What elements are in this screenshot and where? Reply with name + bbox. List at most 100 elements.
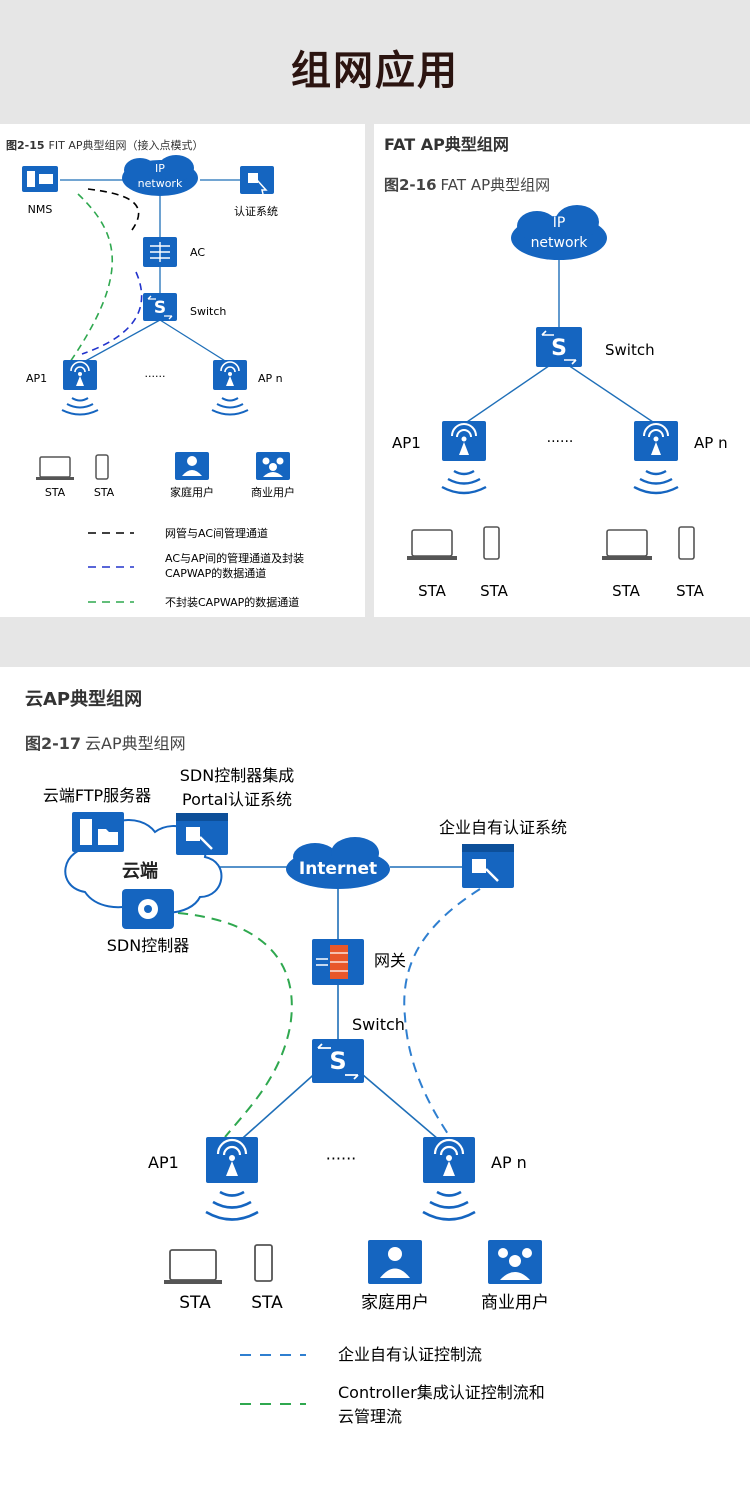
fat-ap1-label: AP1 bbox=[392, 434, 421, 452]
fit-ap1-label: AP1 bbox=[26, 372, 47, 385]
fit-business-user-icon bbox=[256, 452, 290, 480]
fit-switch-icon bbox=[142, 292, 178, 322]
fit-ip-cloud: IP network bbox=[122, 155, 198, 196]
fat-caption-text: FAT AP典型组网 bbox=[441, 176, 551, 194]
fit-nms-ac-channel bbox=[87, 188, 140, 231]
fat-heading: FAT AP典型组网 bbox=[384, 135, 509, 154]
fit-sta1-label: STA bbox=[45, 486, 66, 499]
fit-caption-text: FIT AP典型组网（接入点模式） bbox=[49, 138, 204, 152]
fit-auth-label: 认证系统 bbox=[234, 205, 278, 218]
fat-switch-icon: S bbox=[536, 327, 582, 367]
fit-ap1-icon bbox=[62, 359, 98, 391]
cloud-legend-2b: 云管理流 bbox=[338, 1407, 402, 1426]
cloud-sta2-label: STA bbox=[251, 1293, 283, 1313]
fit-ac-ap-channel bbox=[81, 271, 143, 355]
cloud-phone-icon bbox=[254, 1244, 273, 1282]
fat-sta-label-2: STA bbox=[480, 582, 509, 600]
fit-ap1-waves bbox=[61, 397, 99, 416]
cloud-legend-2: Controller集成认证控制流和 bbox=[338, 1383, 545, 1402]
fit-home-user-icon bbox=[175, 452, 209, 480]
sdn-controller-label: SDN控制器 bbox=[107, 936, 189, 955]
ftp-label: 云端FTP服务器 bbox=[43, 786, 151, 805]
enterprise-auth-icon bbox=[462, 844, 514, 888]
fit-nms-label: NMS bbox=[28, 203, 53, 216]
cloud-switch-icon: S bbox=[312, 1039, 364, 1083]
cloud-dots: ······ bbox=[326, 1149, 357, 1168]
fit-business-label: 商业用户 bbox=[251, 485, 295, 499]
cloud-home-user-icon bbox=[368, 1240, 422, 1284]
cloud-caption-num: 图2-17 bbox=[25, 734, 81, 753]
fit-sta2-label: STA bbox=[94, 486, 115, 499]
sdn-portal-icon bbox=[176, 813, 228, 855]
cloud-label: 云端 bbox=[122, 861, 158, 882]
fit-apn-waves bbox=[211, 397, 249, 416]
cloud-ap1-label: AP1 bbox=[148, 1153, 179, 1172]
cloud-heading: 云AP典型组网 bbox=[25, 688, 142, 710]
cloud-switch-label: Switch bbox=[352, 1015, 405, 1034]
fit-apn-label: AP n bbox=[258, 372, 283, 385]
fit-laptop-icon bbox=[36, 456, 74, 480]
fat-ap1-waves bbox=[441, 469, 487, 495]
fat-apn-waves bbox=[633, 469, 679, 495]
sdn-controller-icon bbox=[122, 889, 174, 929]
fit-cloud-line2: network bbox=[138, 177, 183, 190]
fat-apn-label: AP n bbox=[694, 434, 728, 452]
fat-caption-num: 图2-16 bbox=[384, 176, 437, 194]
cloud-home-label: 家庭用户 bbox=[361, 1293, 429, 1313]
page-title: 组网应用 bbox=[291, 48, 459, 94]
fat-links bbox=[463, 254, 657, 425]
enterprise-auth-label: 企业自有认证系统 bbox=[439, 818, 567, 837]
fit-legend-1: 网管与AC间管理通道 bbox=[165, 526, 268, 540]
fat-apn-icon bbox=[633, 420, 679, 462]
fat-sta-label-3: STA bbox=[612, 582, 641, 600]
fit-legend-3: 不封装CAPWAP的数据通道 bbox=[165, 595, 299, 609]
fat-sta-label-4: STA bbox=[676, 582, 705, 600]
fit-ac-label: AC bbox=[190, 246, 205, 259]
fat-ap1-icon bbox=[441, 420, 487, 462]
cloud-controller-flow bbox=[177, 912, 293, 1138]
fit-auth-icon bbox=[240, 166, 274, 195]
fit-legend-2: AC与AP间的管理通道及封装 bbox=[165, 551, 304, 565]
cloud-caption-text: 云AP典型组网 bbox=[85, 734, 186, 753]
svg-text:S: S bbox=[329, 1047, 346, 1075]
fit-links bbox=[60, 179, 240, 365]
fit-phone-icon bbox=[95, 454, 109, 480]
fit-caption-num: 图2-15 bbox=[6, 139, 45, 152]
cloud-ap1-icon bbox=[204, 1135, 260, 1185]
cloud-apn-label: AP n bbox=[491, 1153, 527, 1172]
gateway-icon bbox=[312, 939, 364, 985]
ftp-server-icon bbox=[72, 812, 124, 852]
cloud-business-user-icon bbox=[488, 1240, 542, 1284]
cloud-enterprise-auth-flow bbox=[403, 888, 481, 1138]
fit-apn-icon bbox=[212, 359, 248, 391]
fat-sta-label-1: STA bbox=[418, 582, 447, 600]
fat-ip-cloud: IP network bbox=[511, 205, 607, 260]
fat-dots: ······ bbox=[547, 434, 574, 450]
fit-cloud-line1: IP bbox=[155, 162, 165, 175]
fit-nms-icon bbox=[22, 166, 58, 192]
fit-ac-icon bbox=[143, 237, 177, 267]
cloud-ap1-waves bbox=[205, 1190, 259, 1221]
cloud-apn-waves bbox=[422, 1190, 476, 1221]
cloud-legend-1: 企业自有认证控制流 bbox=[338, 1345, 482, 1364]
fat-laptop-icon-2 bbox=[602, 529, 652, 560]
cloud-sta1-label: STA bbox=[179, 1293, 211, 1313]
fit-switch-label: Switch bbox=[190, 305, 226, 318]
svg-text:S: S bbox=[551, 336, 567, 361]
cloud-apn-icon bbox=[421, 1135, 477, 1185]
gateway-label: 网关 bbox=[374, 951, 406, 970]
internet-label: Internet bbox=[299, 859, 377, 879]
fit-data-channel bbox=[69, 193, 113, 363]
fat-cloud-line1: IP bbox=[553, 215, 566, 231]
fat-switch-label: Switch bbox=[605, 341, 655, 359]
internet-cloud: Internet bbox=[286, 837, 390, 889]
cloud-laptop-icon bbox=[164, 1249, 222, 1284]
fat-laptop-icon-1 bbox=[407, 529, 457, 560]
fit-home-label: 家庭用户 bbox=[170, 485, 214, 499]
fat-phone-icon-2 bbox=[678, 526, 695, 560]
